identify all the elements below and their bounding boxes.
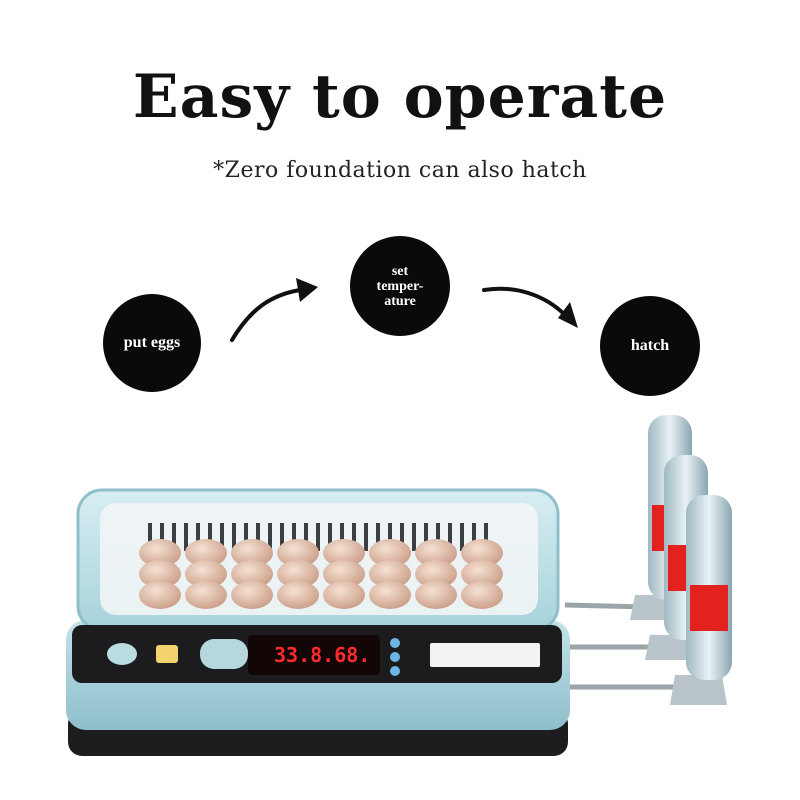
page-title: Easy to operate bbox=[132, 62, 668, 132]
egg bbox=[185, 581, 227, 609]
product-label bbox=[430, 643, 540, 667]
led-display bbox=[248, 635, 380, 675]
egg bbox=[139, 560, 181, 588]
egg bbox=[277, 539, 319, 567]
egg bbox=[323, 581, 365, 609]
egg bbox=[139, 539, 181, 567]
step-put-eggs-label: put eggs bbox=[123, 334, 181, 351]
sensor-icon bbox=[107, 643, 137, 665]
control-button-set[interactable] bbox=[390, 666, 400, 676]
egg bbox=[461, 581, 503, 609]
power-button[interactable] bbox=[200, 639, 248, 669]
egg bbox=[323, 539, 365, 567]
egg bbox=[461, 560, 503, 588]
page-subtitle: *Zero foundation can also hatch bbox=[213, 158, 587, 183]
egg bbox=[323, 560, 365, 588]
step-hatch: hatch bbox=[600, 296, 700, 396]
egg bbox=[231, 539, 273, 567]
egg bbox=[369, 581, 411, 609]
egg-tray bbox=[139, 539, 503, 609]
egg bbox=[415, 581, 457, 609]
warning-icon bbox=[156, 645, 178, 663]
egg bbox=[185, 539, 227, 567]
egg bbox=[185, 560, 227, 588]
egg bbox=[231, 581, 273, 609]
egg bbox=[277, 560, 319, 588]
incubator-illustration: 33.8.68. bbox=[66, 415, 732, 756]
egg bbox=[461, 539, 503, 567]
step-set-temperature: set temper- ature bbox=[350, 236, 450, 336]
water-bottles bbox=[630, 415, 732, 705]
control-button-up[interactable] bbox=[390, 638, 400, 648]
led-readout: 33.8.68. bbox=[274, 643, 370, 667]
egg bbox=[369, 560, 411, 588]
step-put-eggs: put eggs bbox=[103, 294, 201, 392]
step-set-temperature-label: set temper- ature bbox=[376, 263, 424, 309]
step-hatch-label: hatch bbox=[630, 337, 670, 354]
water-tubes bbox=[564, 602, 685, 690]
egg bbox=[415, 560, 457, 588]
egg bbox=[277, 581, 319, 609]
vent-slots bbox=[148, 523, 488, 551]
egg bbox=[139, 581, 181, 609]
egg bbox=[369, 539, 411, 567]
egg bbox=[231, 560, 273, 588]
egg bbox=[415, 539, 457, 567]
control-button-down[interactable] bbox=[390, 652, 400, 662]
